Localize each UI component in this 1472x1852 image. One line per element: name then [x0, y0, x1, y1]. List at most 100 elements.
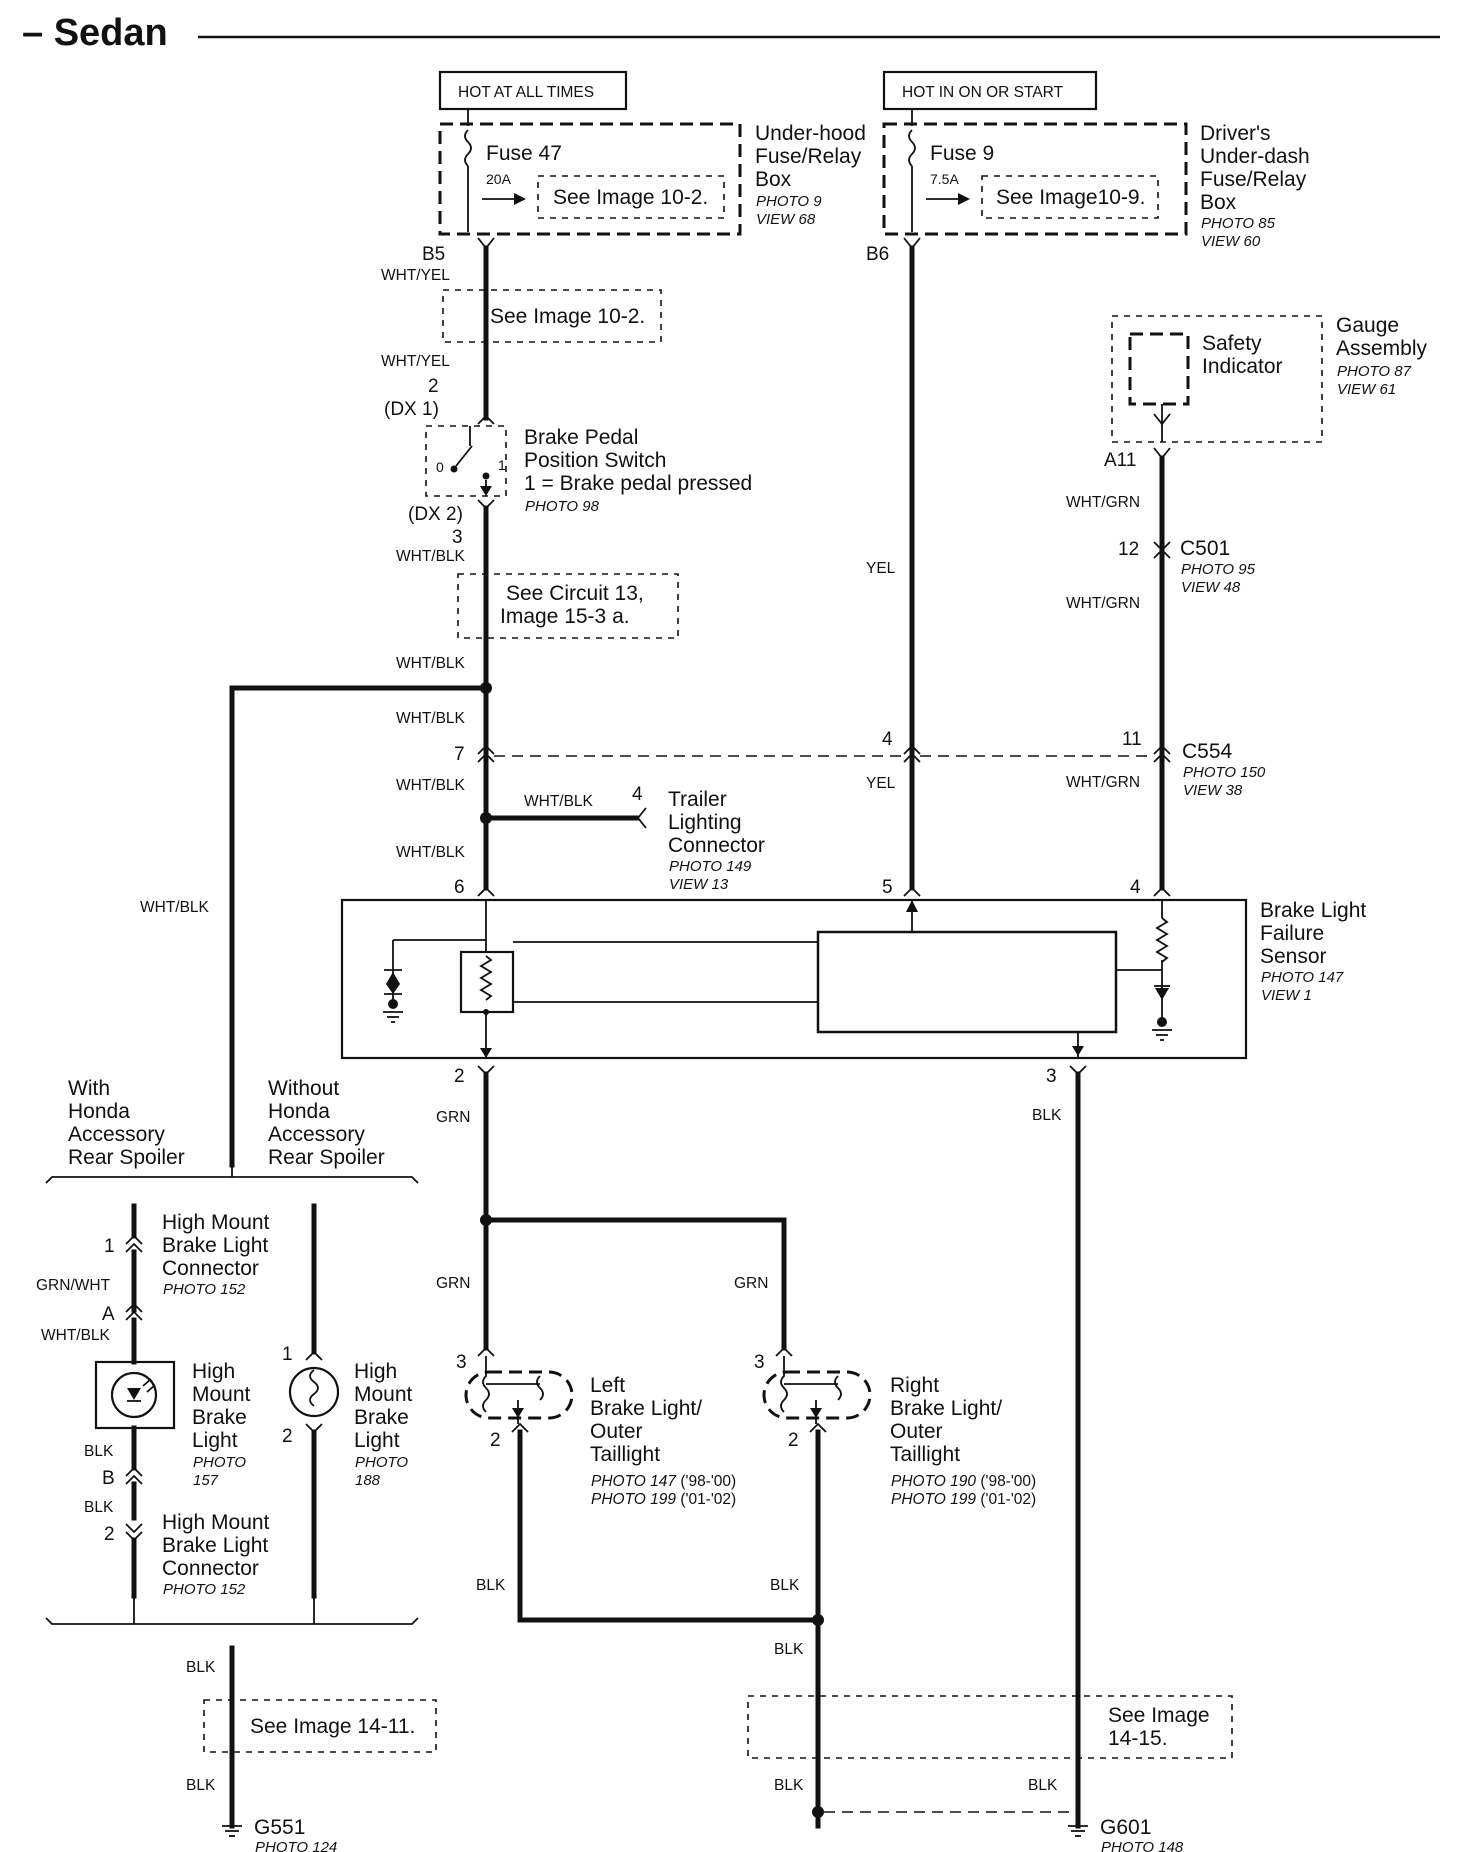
svg-text:High Mount: High Mount [162, 1511, 270, 1534]
wire-label-blk-bottom-1: BLK [774, 1777, 804, 1794]
ground-g551: G551 PHOTO 124 [222, 1816, 337, 1852]
svg-text:Connector: Connector [668, 834, 765, 857]
svg-text:PHOTO 199 ('01-'02): PHOTO 199 ('01-'02) [591, 1491, 736, 1508]
svg-text:Accessory: Accessory [268, 1123, 365, 1146]
svg-text:PHOTO: PHOTO [193, 1454, 246, 1471]
svg-text:Safety: Safety [1202, 332, 1262, 355]
wire-label-wht-blk-5: WHT/BLK [396, 844, 466, 861]
svg-text:188: 188 [355, 1472, 381, 1489]
wire-label-blk-right: BLK [770, 1577, 800, 1594]
svg-text:1: 1 [498, 457, 506, 473]
svg-text:2: 2 [490, 1430, 501, 1451]
svg-text:7: 7 [454, 744, 465, 765]
svg-text:6: 6 [454, 877, 465, 898]
svg-text:Rear Spoiler: Rear Spoiler [268, 1146, 385, 1169]
svg-text:C554: C554 [1182, 740, 1233, 763]
svg-text:PHOTO 149: PHOTO 149 [669, 858, 752, 875]
svg-text:2: 2 [428, 376, 439, 397]
wire-label-blk-left: BLK [476, 1577, 506, 1594]
high-mount-light-without-spoiler: 1 2 High Mount Brake Light PHOTO 188 [282, 1344, 413, 1599]
svg-text:Right: Right [890, 1374, 939, 1397]
svg-text:With: With [68, 1077, 110, 1100]
svg-text:1 = Brake pedal pressed: 1 = Brake pedal pressed [524, 472, 752, 495]
svg-text:Box: Box [755, 168, 792, 191]
svg-text:3: 3 [452, 527, 463, 548]
fuse-9: Fuse 9 7.5A [908, 129, 994, 232]
wire-label-blk-bottom-2: BLK [1028, 1777, 1058, 1794]
svg-text:High: High [192, 1360, 235, 1383]
svg-text:VIEW 61: VIEW 61 [1337, 381, 1396, 398]
svg-text:Light: Light [192, 1429, 238, 1452]
diagram-title: – Sedan [22, 12, 168, 54]
wire-label-grn-wht: GRN/WHT [36, 1277, 111, 1294]
svg-text:Connector: Connector [162, 1257, 259, 1280]
svg-text:HOT IN ON OR START: HOT IN ON OR START [902, 84, 1064, 101]
svg-text:PHOTO 124: PHOTO 124 [255, 1839, 337, 1852]
high-mount-connector-bottom: 2 High Mount Brake Light Connector PHOTO… [104, 1511, 270, 1599]
svg-text:Brake Light/: Brake Light/ [590, 1397, 702, 1420]
svg-text:2: 2 [788, 1430, 799, 1451]
svg-text:Lighting: Lighting [668, 811, 742, 834]
splice-blk-lights [812, 1614, 824, 1626]
under-dash-fuse-box: Driver's Under-dash Fuse/Relay Box PHOTO… [882, 122, 1310, 250]
terminal-b5: B5 [422, 244, 445, 265]
svg-text:3: 3 [456, 1352, 467, 1373]
svg-text:Outer: Outer [890, 1420, 943, 1443]
right-brake-light: 3 Right Brake Light/ Outer Taillight PHO… [754, 1346, 1036, 1508]
svg-text:PHOTO 152: PHOTO 152 [163, 1281, 246, 1298]
svg-text:See Image10-9.: See Image10-9. [996, 186, 1145, 209]
see-circuit-13-ref: See Circuit 13, Image 15-3 a. [457, 573, 679, 639]
svg-text:Light: Light [354, 1429, 400, 1452]
svg-text:Fuse 9: Fuse 9 [930, 142, 994, 165]
spoiler-options-footer [45, 1617, 419, 1625]
hot-at-all-times-label: HOT AT ALL TIMES [438, 70, 628, 111]
svg-text:See Image 10-2.: See Image 10-2. [553, 186, 708, 209]
wire-label-yel-2: YEL [866, 775, 896, 792]
hot-in-on-or-start-label: HOT IN ON OR START [882, 70, 1098, 111]
svg-text:14-15.: 14-15. [1108, 1727, 1168, 1750]
svg-text:Connector: Connector [162, 1557, 259, 1580]
svg-text:PHOTO 148: PHOTO 148 [1101, 1839, 1184, 1852]
svg-text:C501: C501 [1180, 537, 1230, 560]
svg-text:PHOTO 147 ('98-'00): PHOTO 147 ('98-'00) [591, 1473, 736, 1490]
svg-text:Under-hood: Under-hood [755, 122, 866, 145]
wire-label-wht-grn-1: WHT/GRN [1066, 494, 1140, 511]
splice-g601-bottom [812, 1806, 824, 1818]
wire-label-wht-grn-3: WHT/GRN [1066, 774, 1140, 791]
wire-label-yel-1: YEL [866, 560, 896, 577]
svg-text:1: 1 [104, 1236, 115, 1257]
svg-text:VIEW 68: VIEW 68 [756, 211, 816, 228]
wire-label-grn-2: GRN [436, 1275, 470, 1292]
wire-label-wht-yel-1: WHT/YEL [381, 267, 450, 284]
wire-label-wht-blk-spoiler: WHT/BLK [140, 899, 210, 916]
svg-text:Image 15-3 a.: Image 15-3 a. [500, 605, 630, 628]
spoiler-options-header: With Honda Accessory Rear Spoiler Withou… [45, 1077, 419, 1184]
svg-text:A: A [102, 1304, 115, 1325]
svg-text:See Image 14-11.: See Image 14-11. [250, 1715, 415, 1738]
svg-text:Box: Box [1200, 191, 1237, 214]
svg-text:3: 3 [754, 1352, 765, 1373]
svg-text:Mount: Mount [354, 1383, 413, 1406]
see-image-14-15-ref: See Image 14-15. [747, 1695, 1233, 1759]
svg-text:HOT AT ALL TIMES: HOT AT ALL TIMES [458, 84, 594, 101]
svg-text:VIEW 1: VIEW 1 [1261, 987, 1312, 1004]
svg-text:Driver's: Driver's [1200, 122, 1271, 145]
svg-text:PHOTO 150: PHOTO 150 [1183, 764, 1266, 781]
svg-text:Rear Spoiler: Rear Spoiler [68, 1146, 185, 1169]
left-brake-light: 3 Left Brake Light/ Outer Taillight PHOT… [456, 1346, 736, 1508]
svg-text:Mount: Mount [192, 1383, 251, 1406]
svg-text:PHOTO 95: PHOTO 95 [1181, 561, 1256, 578]
svg-text:Trailer: Trailer [668, 788, 727, 811]
gauge-assembly: Safety Indicator Gauge Assembly PHOTO 87… [1111, 314, 1428, 443]
svg-text:VIEW 60: VIEW 60 [1201, 233, 1261, 250]
wire-label-wht-grn-2: WHT/GRN [1066, 595, 1140, 612]
wire-label-grn-1: GRN [436, 1109, 470, 1126]
svg-text:Honda: Honda [268, 1100, 330, 1123]
svg-text:PHOTO 147: PHOTO 147 [1261, 969, 1344, 986]
terminal-a11: A11 [1104, 450, 1136, 471]
svg-text:20A: 20A [486, 171, 512, 187]
svg-text:High Mount: High Mount [162, 1211, 270, 1234]
svg-text:Taillight: Taillight [590, 1443, 660, 1466]
see-image-10-9-ref: See Image10-9. [981, 175, 1159, 219]
